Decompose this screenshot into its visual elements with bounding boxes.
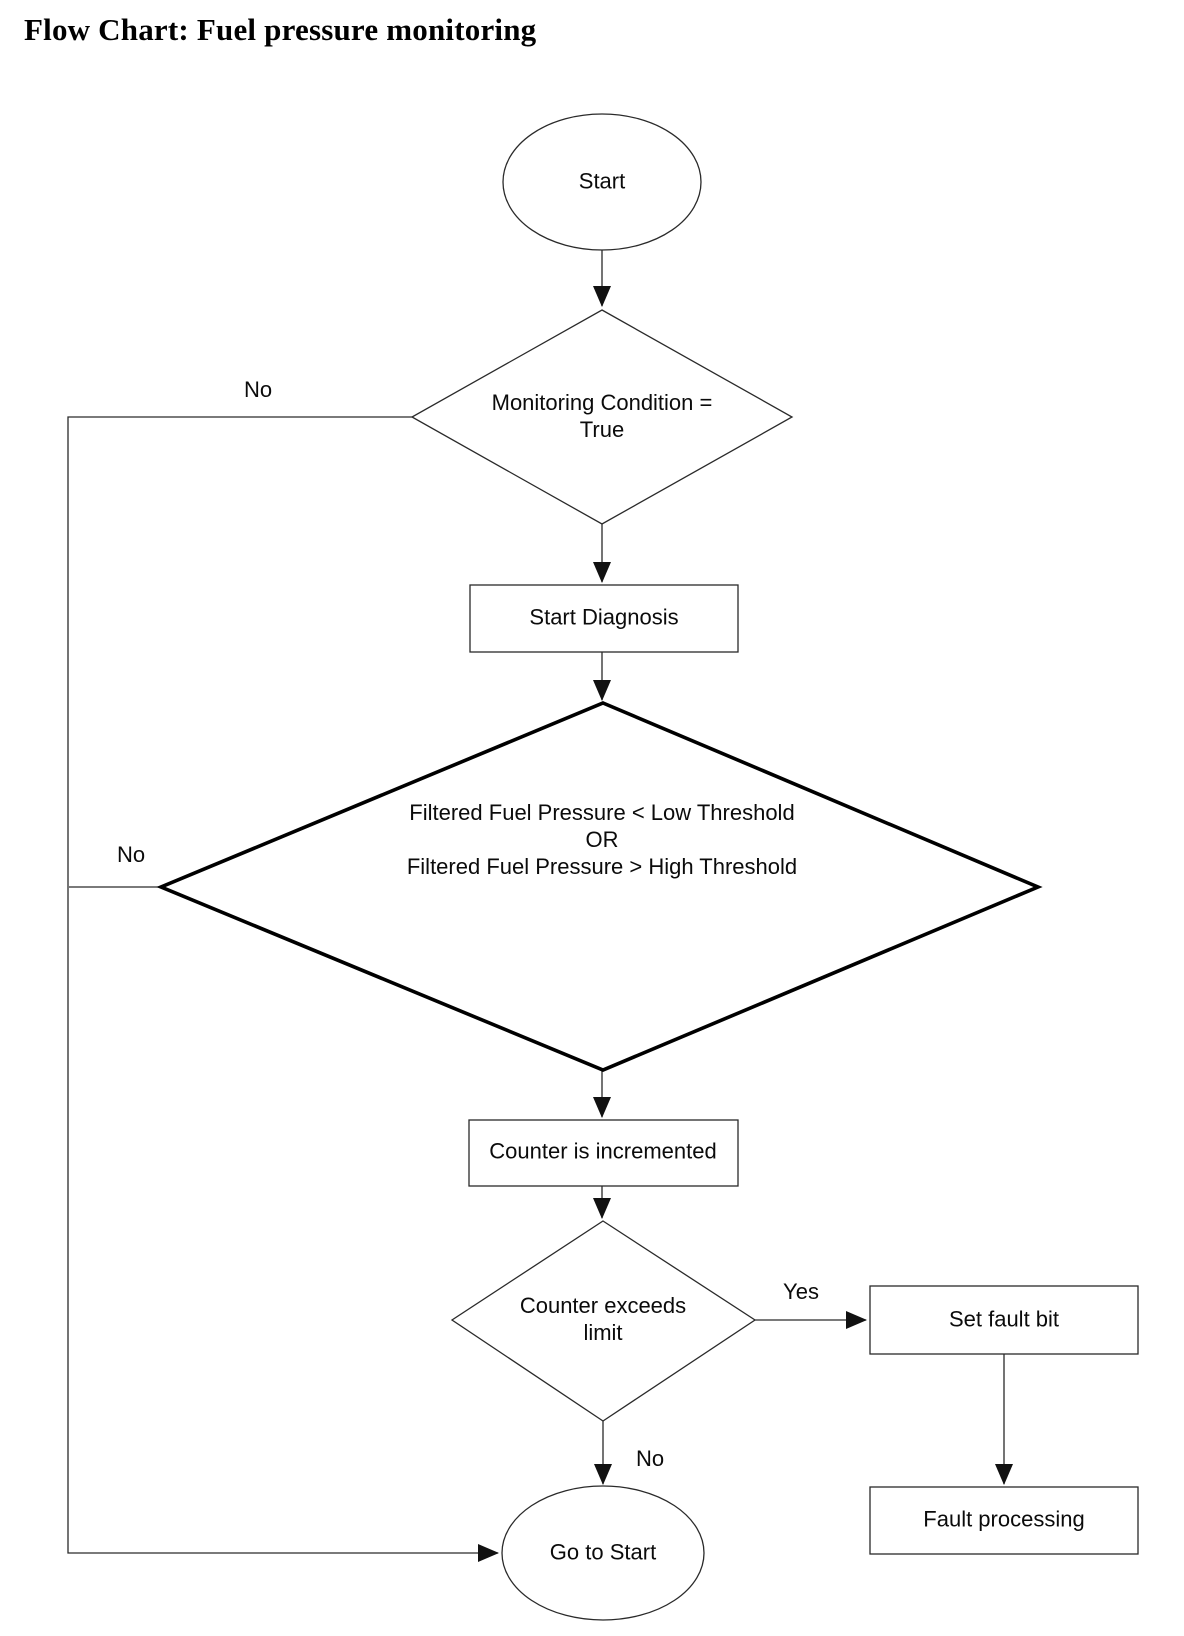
edge-label-counter-no: No [635, 1446, 665, 1471]
monitoring-condition-label: Monitoring Condition = True [491, 390, 713, 442]
page-title: Flow Chart: Fuel pressure monitoring [24, 12, 537, 47]
counter-incremented-process-shape [468, 1119, 739, 1187]
edge-label-counter-yes: Yes [783, 1279, 819, 1304]
edge-monitoring-no-to-go-to-start [67, 416, 499, 1562]
start-node-label: Start [578, 168, 626, 194]
start-diagnosis-process-shape [469, 584, 739, 653]
go-to-start-node-shape [501, 1485, 705, 1621]
edge-label-pressure-no: No [116, 842, 146, 867]
counter-incremented-label: Counter is incremented [489, 1138, 717, 1164]
pressure-check-decision-shape [156, 701, 1043, 1072]
set-fault-bit-process-shape [869, 1285, 1139, 1355]
edge-label-monitoring-no: No [243, 377, 273, 402]
start-node-shape [502, 113, 702, 251]
set-fault-bit-label: Set fault bit [948, 1306, 1060, 1332]
go-to-start-label: Go to Start [549, 1539, 657, 1565]
fault-processing-process-shape [869, 1486, 1139, 1555]
start-diagnosis-label: Start Diagnosis [529, 604, 679, 630]
fault-processing-label: Fault processing [923, 1506, 1085, 1532]
counter-exceeds-limit-decision-shape [450, 1220, 757, 1422]
pressure-check-label: Filtered Fuel Pressure < Low Threshold O… [406, 799, 798, 879]
counter-exceeds-limit-label: Counter exceeds limit [519, 1293, 687, 1345]
monitoring-condition-decision-shape [410, 309, 794, 525]
